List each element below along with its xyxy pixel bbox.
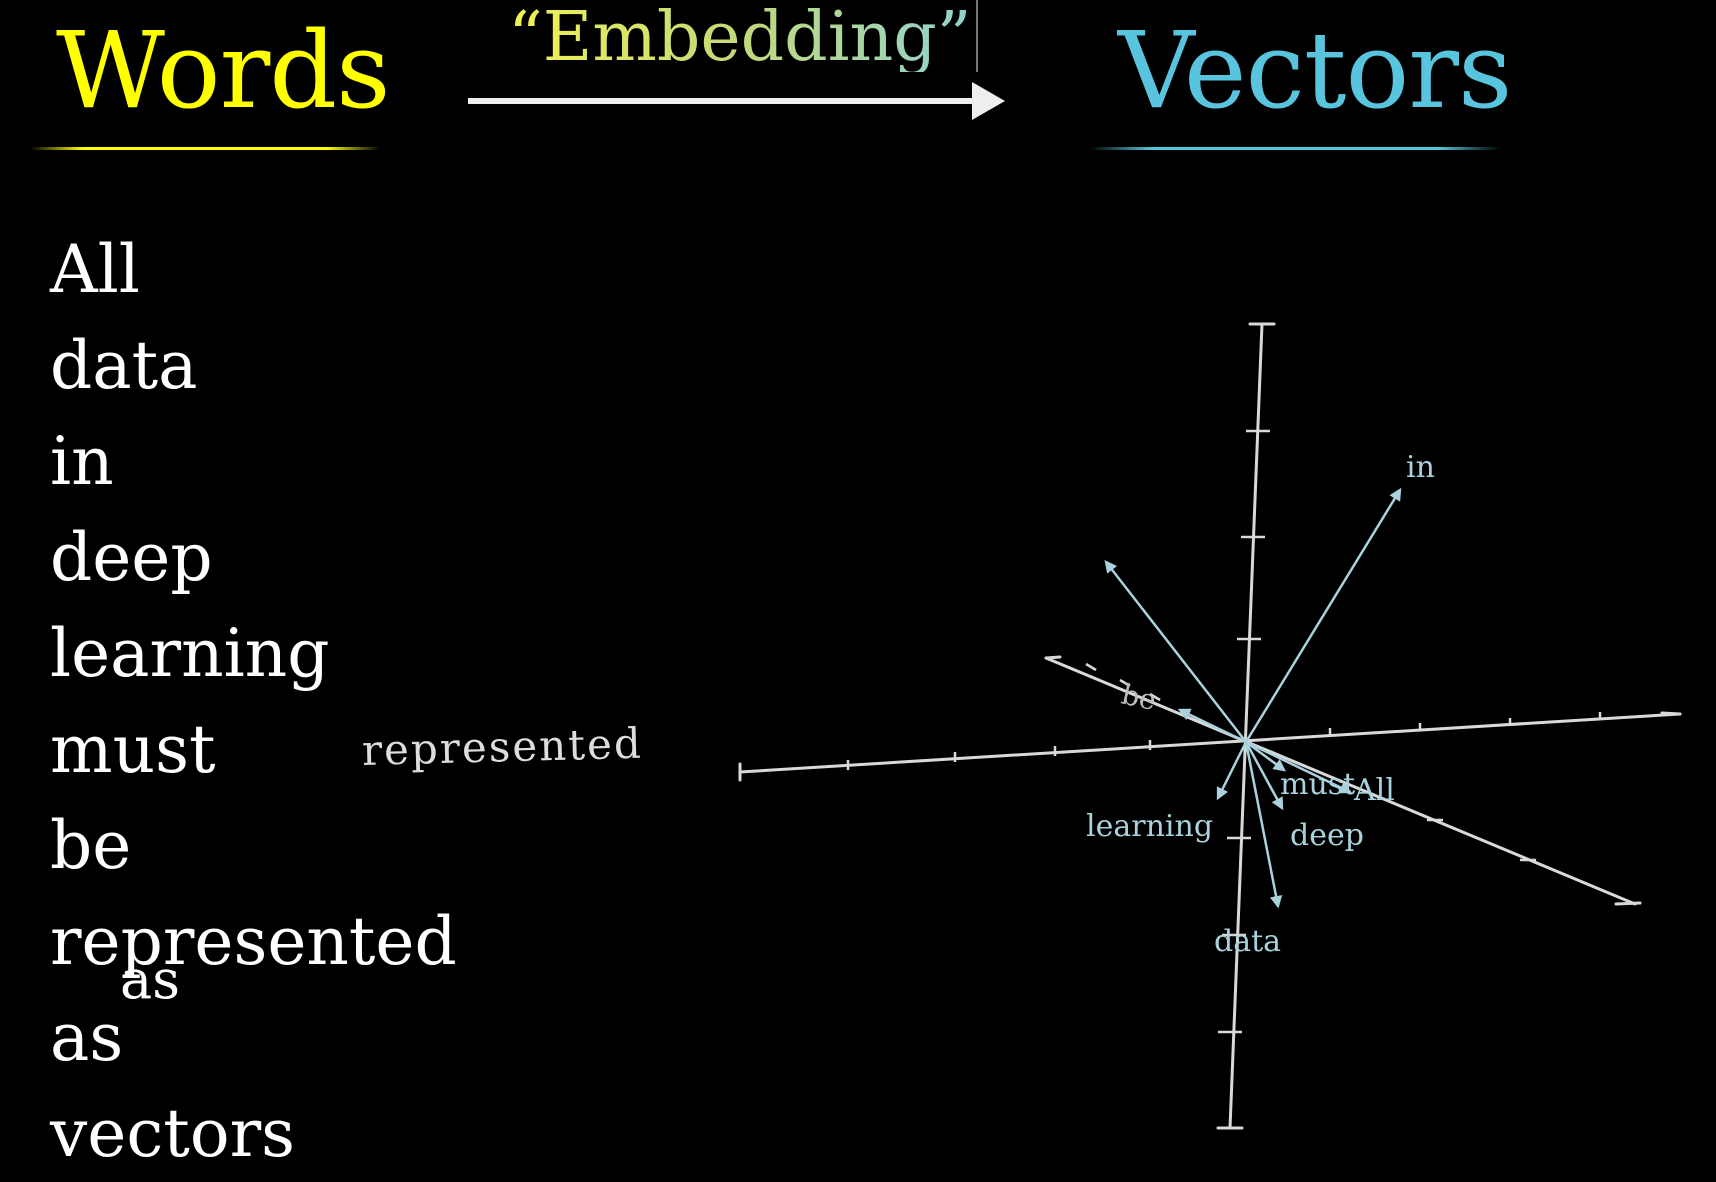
vector-label-data: data bbox=[1214, 924, 1281, 959]
embedding-label: “Embedding” bbox=[508, 0, 972, 77]
word-item: in bbox=[50, 423, 114, 500]
z-axis bbox=[1044, 656, 1637, 906]
word-item: as bbox=[50, 999, 124, 1076]
word-item: learning bbox=[50, 615, 330, 692]
word-item: vectors bbox=[50, 1095, 295, 1172]
word-vectors bbox=[1104, 487, 1402, 909]
vector-must bbox=[1245, 740, 1287, 772]
vector-learning bbox=[1216, 741, 1248, 801]
axis-ticks bbox=[846, 429, 1602, 1034]
vector-label-learning: learning bbox=[1086, 809, 1213, 844]
word-item: be bbox=[50, 807, 132, 884]
vectors-title-underline bbox=[1090, 147, 1500, 150]
embedding-arrow bbox=[468, 82, 1005, 120]
vector-in bbox=[1244, 487, 1402, 743]
word-item: represented bbox=[50, 903, 457, 980]
vector-upper-left bbox=[1104, 560, 1247, 743]
x-axis bbox=[738, 712, 1682, 774]
word-item: data bbox=[50, 327, 198, 404]
vector-label-must: must bbox=[1280, 767, 1355, 802]
vector-label-all: All bbox=[1353, 773, 1395, 808]
vector-be bbox=[1177, 708, 1247, 744]
word-list: All data in deep learning must be repres… bbox=[50, 222, 457, 1182]
word-item: deep bbox=[50, 519, 213, 596]
words-title: Words bbox=[56, 9, 390, 132]
words-title-underline bbox=[30, 147, 380, 150]
word-item: All bbox=[50, 231, 140, 308]
vector-label-be: be bbox=[1119, 678, 1160, 717]
vectors-title: Vectors bbox=[1118, 9, 1512, 132]
vector-all bbox=[1245, 740, 1353, 794]
word-item: must bbox=[50, 711, 216, 788]
axes bbox=[738, 322, 1682, 1130]
y-axis bbox=[1228, 322, 1264, 1130]
animating-word-as: as bbox=[120, 948, 180, 1011]
vector-label-deep: deep bbox=[1290, 818, 1364, 853]
vector-deep bbox=[1244, 741, 1284, 811]
text-cursor bbox=[976, 0, 978, 72]
vector-data bbox=[1244, 741, 1283, 909]
vector-label-in: in bbox=[1406, 450, 1435, 485]
